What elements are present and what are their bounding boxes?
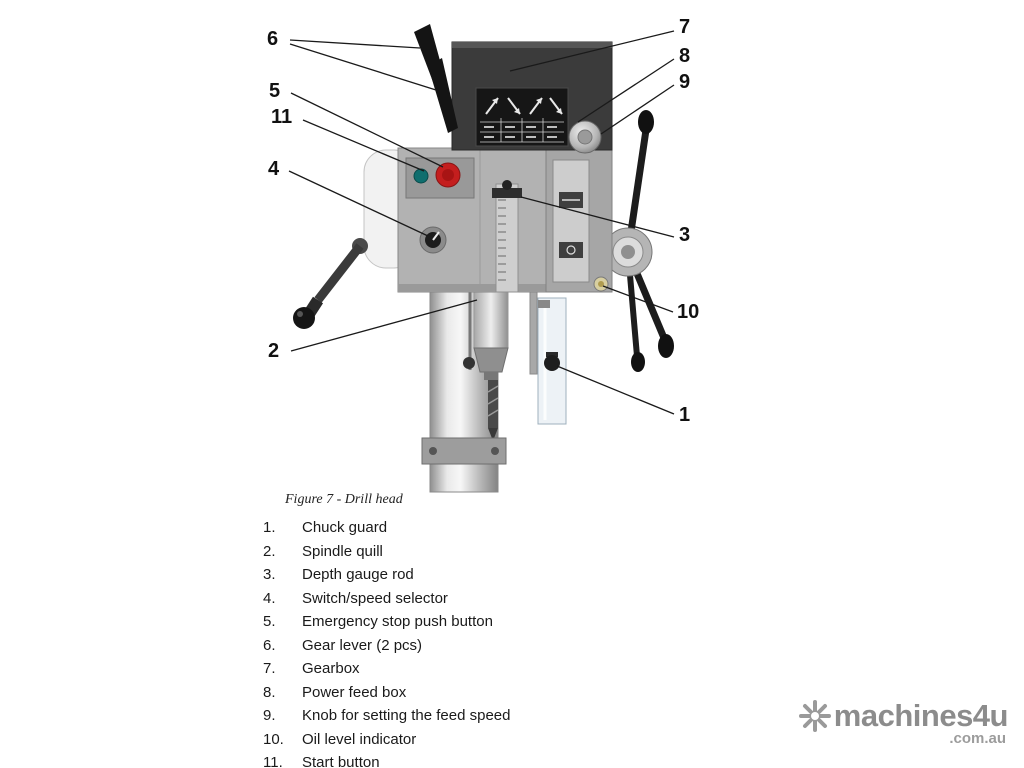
part-label: Switch/speed selector: [302, 589, 448, 607]
part-number: 9.: [263, 707, 276, 724]
part-label: Start button: [302, 754, 380, 768]
asterisk-logo-icon: [798, 700, 831, 732]
callout-11: 11: [271, 106, 293, 128]
list-item: 10. Oil level indicator: [263, 731, 683, 748]
list-item: 1. Chuck guard: [263, 519, 683, 536]
drill-bit: [488, 380, 498, 428]
start-button: [413, 168, 429, 184]
feed-speed-knob: [568, 120, 602, 154]
part-label: Oil level indicator: [302, 730, 417, 748]
list-item: 2. Spindle quill: [263, 543, 683, 560]
list-item: 7. Gearbox: [263, 660, 683, 677]
callout-2: 2: [268, 340, 280, 362]
part-label: Gearbox: [302, 660, 360, 677]
part-label: Depth gauge rod: [302, 566, 414, 583]
part-number: 11.: [263, 754, 283, 768]
callout-3: 3: [679, 224, 691, 246]
parts-list: 1. Chuck guard 2. Spindle quill 3. Depth…: [263, 519, 683, 768]
column-and-spindle: [421, 289, 509, 493]
gear-levers: [414, 24, 458, 133]
part-label: Chuck guard: [302, 519, 388, 536]
crank-handle: [293, 238, 368, 329]
part-label: Power feed box: [302, 683, 407, 701]
control-panel: [405, 157, 475, 199]
figure-caption: Figure 7 - Drill head: [285, 492, 403, 507]
callout-9: 9: [679, 71, 691, 93]
list-item: 11. Start button: [263, 754, 683, 768]
callout-10: 10: [677, 301, 700, 323]
machines4u-watermark: machines4u .com.au: [798, 698, 1009, 747]
part-label: Gear lever (2 pcs): [302, 636, 423, 654]
list-item: 5. Emergency stop push button: [263, 613, 683, 630]
callout-4: 4: [268, 158, 280, 180]
part-label: Spindle quill: [302, 542, 383, 560]
power-feed-box: [545, 147, 613, 293]
watermark-domain: .com.au: [949, 730, 1006, 747]
feed-handle-assembly: [603, 110, 674, 372]
depth-gauge-rod: [492, 180, 522, 293]
chuck-guard: [529, 291, 567, 425]
callout-1: 1: [679, 404, 691, 426]
oil-level-indicator: [593, 276, 609, 292]
part-number: 2.: [263, 542, 276, 560]
part-number: 6.: [263, 636, 276, 654]
part-number: 8.: [263, 683, 276, 701]
callout-7: 7: [679, 16, 691, 38]
part-number: 7.: [263, 660, 276, 677]
list-item: 6. Gear lever (2 pcs): [263, 637, 683, 654]
watermark-brand: machines4u: [833, 698, 1009, 733]
leader-lines: [288, 30, 675, 415]
part-number: 1.: [263, 519, 276, 536]
list-item: 3. Depth gauge rod: [263, 566, 683, 583]
speed-selector-switch: [419, 226, 447, 254]
callout-8: 8: [679, 45, 691, 67]
list-item: 9. Knob for setting the feed speed: [263, 707, 683, 724]
part-number: 3.: [263, 566, 276, 583]
part-label: Emergency stop push button: [302, 613, 493, 630]
part-number: 4.: [263, 589, 276, 607]
figure-7-drill-head: 6 7 8 9 5 11 4 3 10 2 1: [267, 16, 700, 493]
part-number: 10.: [263, 730, 284, 748]
list-item: 4. Switch/speed selector: [263, 590, 683, 607]
drill-head-illustration: [288, 24, 675, 493]
list-item: 8. Power feed box: [263, 684, 683, 701]
part-number: 5.: [263, 613, 276, 630]
callout-6: 6: [267, 28, 279, 50]
callout-5: 5: [269, 80, 281, 102]
part-label: Knob for setting the feed speed: [302, 707, 511, 724]
